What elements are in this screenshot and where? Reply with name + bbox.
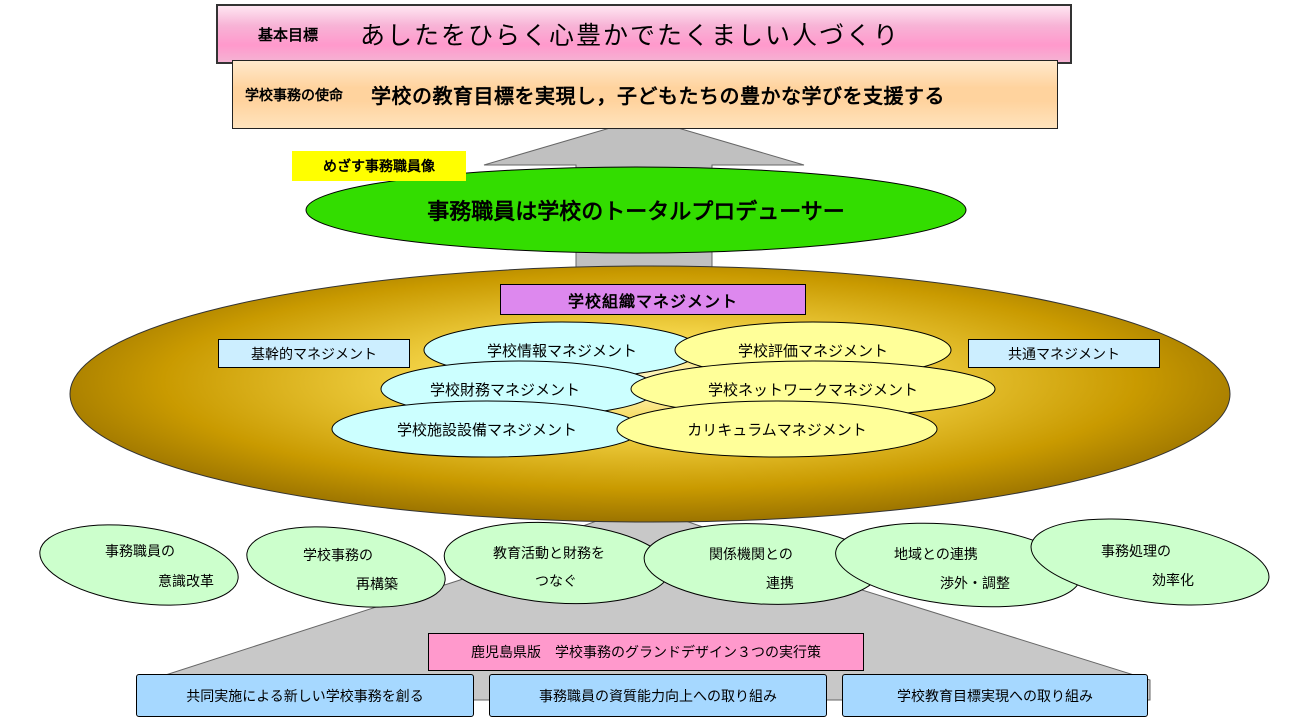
core-management-box: 基幹的マネジメント bbox=[218, 339, 410, 368]
basic-goal-text: あしたをひらく心豊かでたくましい人づくり bbox=[360, 21, 901, 50]
base-6-line1: 事務処理の bbox=[1101, 544, 1171, 560]
base-5-line1: 地域との連携 bbox=[894, 547, 978, 563]
school-management-title: 学校組織マネジメント bbox=[500, 284, 806, 315]
base-6-line2: 効率化 bbox=[1152, 573, 1194, 589]
base-3-line2: つなぐ bbox=[535, 574, 577, 590]
school-evaluation-management-label: 学校評価マネジメント bbox=[737, 341, 888, 360]
common-management-box: 共通マネジメント bbox=[968, 339, 1160, 368]
action-school-goal-realization: 学校教育目標実現への取り組み bbox=[842, 674, 1148, 717]
base-ellipse-1 bbox=[39, 524, 239, 606]
base-1-line2: 意識改革 bbox=[158, 574, 214, 590]
base-2-line2: 再構築 bbox=[356, 577, 398, 593]
base-4-line2: 連携 bbox=[766, 576, 794, 592]
mission-label: 学校事務の使命 bbox=[245, 87, 343, 104]
mission-text: 学校の教育目標を実現し，子どもたちの豊かな学びを支援する bbox=[371, 84, 945, 108]
base-ellipse-2 bbox=[246, 526, 446, 608]
school-facilities-management-label: 学校施設設備マネジメント bbox=[396, 420, 577, 439]
base-1-line1: 事務職員の bbox=[105, 544, 175, 560]
base-5-line2: 渉外・調整 bbox=[940, 576, 1010, 592]
base-ellipse-6 bbox=[1030, 518, 1270, 606]
curriculum-management-label: カリキュラムマネジメント bbox=[687, 420, 867, 439]
basic-goal-bar: 基本目標 あしたをひらく心豊かでたくましい人づくり bbox=[216, 4, 1072, 64]
base-3-line1: 教育活動と財務を bbox=[493, 546, 605, 562]
mission-bar: 学校事務の使命 学校の教育目標を実現し，子どもたちの豊かな学びを支援する bbox=[232, 60, 1058, 129]
ellipse-curriculum bbox=[616, 400, 938, 458]
basic-goal-label: 基本目標 bbox=[258, 25, 319, 44]
school-network-management-label: 学校ネットワークマネジメント bbox=[707, 380, 918, 399]
base-2-line1: 学校事務の bbox=[303, 548, 373, 564]
base-4-line1: 関係機関との bbox=[709, 547, 793, 563]
school-finance-management-label: 学校財務マネジメント bbox=[429, 380, 580, 399]
ideal-staff-text: 事務職員は学校のトータルプロデューサー bbox=[427, 200, 845, 225]
ideal-staff-label: めざす事務職員像 bbox=[292, 151, 466, 181]
action-staff-development: 事務職員の資質能力向上への取り組み bbox=[489, 674, 827, 717]
ideal-ellipse bbox=[305, 166, 967, 254]
school-info-management-label: 学校情報マネジメント bbox=[486, 341, 637, 360]
grand-design-title: 鹿児島県版 学校事務のグランドデザイン３つの実行策 bbox=[428, 633, 864, 671]
action-joint-implementation: 共同実施による新しい学校事務を創る bbox=[136, 674, 474, 717]
upward-arrow-base bbox=[149, 504, 1151, 701]
